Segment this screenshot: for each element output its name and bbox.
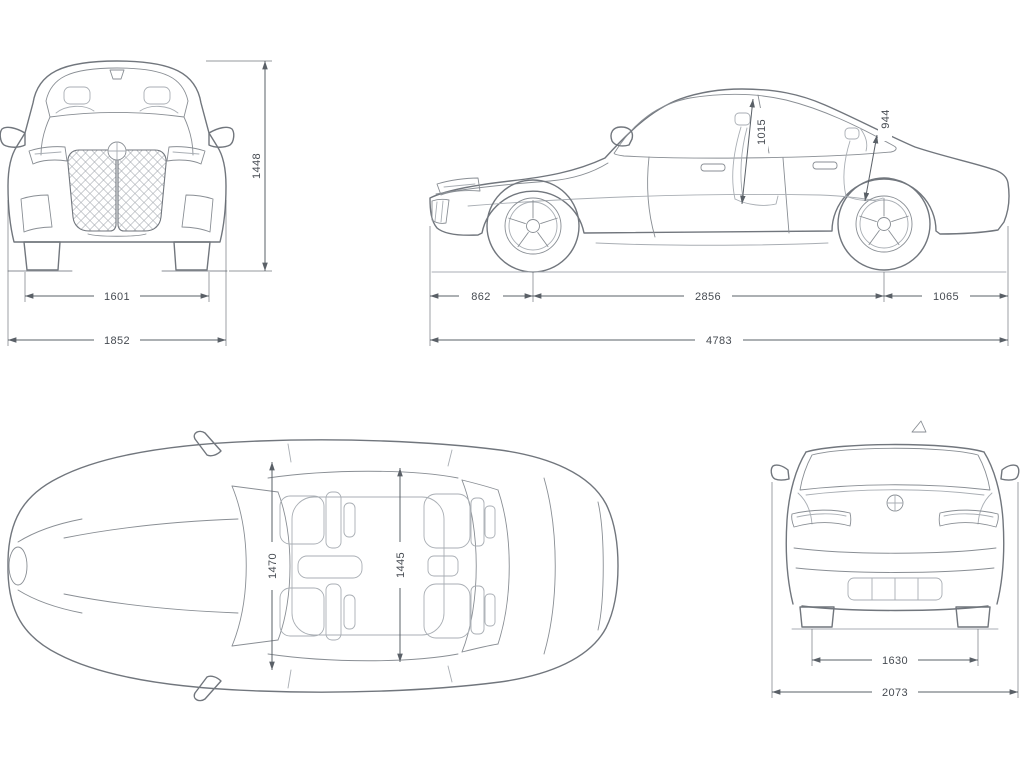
dim-label-wheelbase: 2856: [695, 291, 721, 303]
front-headrests: [55, 86, 179, 114]
top-rear-window: [461, 479, 510, 653]
dim-rear-interior-width: 1445: [393, 467, 407, 663]
dim-rear-interior-height: 944: [863, 97, 892, 202]
rear-mirror-right: [1000, 464, 1020, 481]
dim-rear-overhang: 1065: [883, 289, 1009, 303]
rear-seat-profile: [843, 127, 884, 201]
rear-mirror-left: [770, 464, 790, 481]
top-roof: [267, 470, 459, 662]
trunk-seam: [793, 547, 997, 554]
dim-front-interior-height: 1015: [740, 98, 768, 205]
side-kidney-grille: [431, 198, 450, 224]
hood-lines: [40, 116, 194, 156]
rear-side-right: [983, 451, 1005, 605]
top-hood-lines: [17, 518, 239, 614]
top-body-outline: [7, 439, 619, 693]
top-mirror-upper: [193, 430, 222, 457]
dim-overall-height: 1448: [206, 60, 272, 272]
dim-track-width: 1601: [24, 272, 210, 303]
top-trunk-seam: [543, 477, 556, 655]
dim-front-overhang: 862: [429, 289, 534, 303]
character-line: [467, 194, 877, 207]
rear-side-left: [785, 451, 807, 605]
front-intakes: [20, 194, 214, 237]
dim-label-front-interior-width: 1470: [267, 553, 279, 579]
dim-label-width-with-mirrors: 2073: [882, 687, 908, 699]
dim-label-rear-interior-width: 1445: [395, 552, 407, 578]
rear-wheel: [837, 177, 931, 271]
kidney-grille: [67, 149, 167, 232]
bmw-roundel-icon: [107, 141, 127, 161]
top-mirror-lower: [193, 675, 222, 702]
rearview-mirror: [109, 69, 125, 80]
rear-window: [799, 447, 991, 491]
sunroof: [291, 496, 445, 636]
rear-shoulder-creases: [797, 492, 993, 525]
diffuser: [847, 577, 943, 601]
side-body-outline: [429, 88, 1010, 236]
dim-width-with-mirrors: 2073: [771, 482, 1019, 699]
side-headlight: [436, 177, 481, 196]
rocker-line: [595, 242, 829, 246]
side-view: 1015 944 862 2856 1065: [429, 88, 1010, 347]
front-windshield: [45, 67, 189, 118]
dim-label-height: 1448: [251, 153, 263, 179]
bumper-crease: [795, 567, 995, 573]
top-spoiler-lip: [597, 501, 604, 631]
front-view: 1448 1601 1852: [0, 60, 272, 347]
dim-front-interior-width: 1470: [265, 461, 279, 671]
side-windows: [613, 94, 897, 159]
bmw-roundel-rear-icon: [886, 494, 904, 512]
top-rear-seats: [423, 493, 496, 639]
front-wheel: [486, 179, 580, 273]
dim-label-front-overhang: 862: [471, 291, 491, 303]
side-mirror-left: [0, 126, 26, 148]
door-handles: [700, 161, 838, 172]
front-wheels: [23, 241, 211, 271]
rear-bottom-edge: [801, 605, 989, 612]
dim-wheelbase: 2856: [532, 289, 885, 303]
front-body-outline: [7, 60, 227, 243]
taillight-right: [938, 509, 999, 528]
dim-overall-length: 4783: [429, 333, 1009, 347]
taillight-left: [791, 509, 852, 528]
dim-label-overall-width: 1852: [104, 335, 130, 347]
dim-label-front-interior-height: 1015: [756, 119, 768, 145]
side-mirror-right: [208, 126, 235, 148]
rear-roof-line: [805, 443, 985, 453]
dim-label-overall-length: 4783: [706, 335, 732, 347]
rear-view: 1630 2073: [770, 420, 1020, 699]
top-nose-grille: [8, 546, 28, 586]
door-seams: [647, 156, 790, 238]
side-extension-lines: [429, 226, 1009, 346]
top-door-seams: [287, 443, 453, 689]
side-mirror: [610, 126, 634, 147]
dim-overall-width: 1852: [7, 200, 227, 347]
top-windshield: [231, 485, 291, 647]
dim-label-rear-interior-height: 944: [880, 109, 892, 129]
dim-label-rear-track-width: 1630: [882, 655, 908, 667]
headlight-left: [28, 146, 68, 165]
antenna-fin: [911, 420, 927, 433]
dim-rear-track: 1630: [811, 629, 979, 667]
top-front-seats: [279, 491, 363, 641]
rear-wheels: [799, 606, 991, 628]
top-view: 1470 1445: [7, 430, 619, 702]
headlight-right: [166, 146, 206, 165]
rear-window-crease: [805, 489, 985, 496]
dim-label-rear-overhang: 1065: [933, 291, 959, 303]
dim-label-track-width: 1601: [104, 291, 130, 303]
